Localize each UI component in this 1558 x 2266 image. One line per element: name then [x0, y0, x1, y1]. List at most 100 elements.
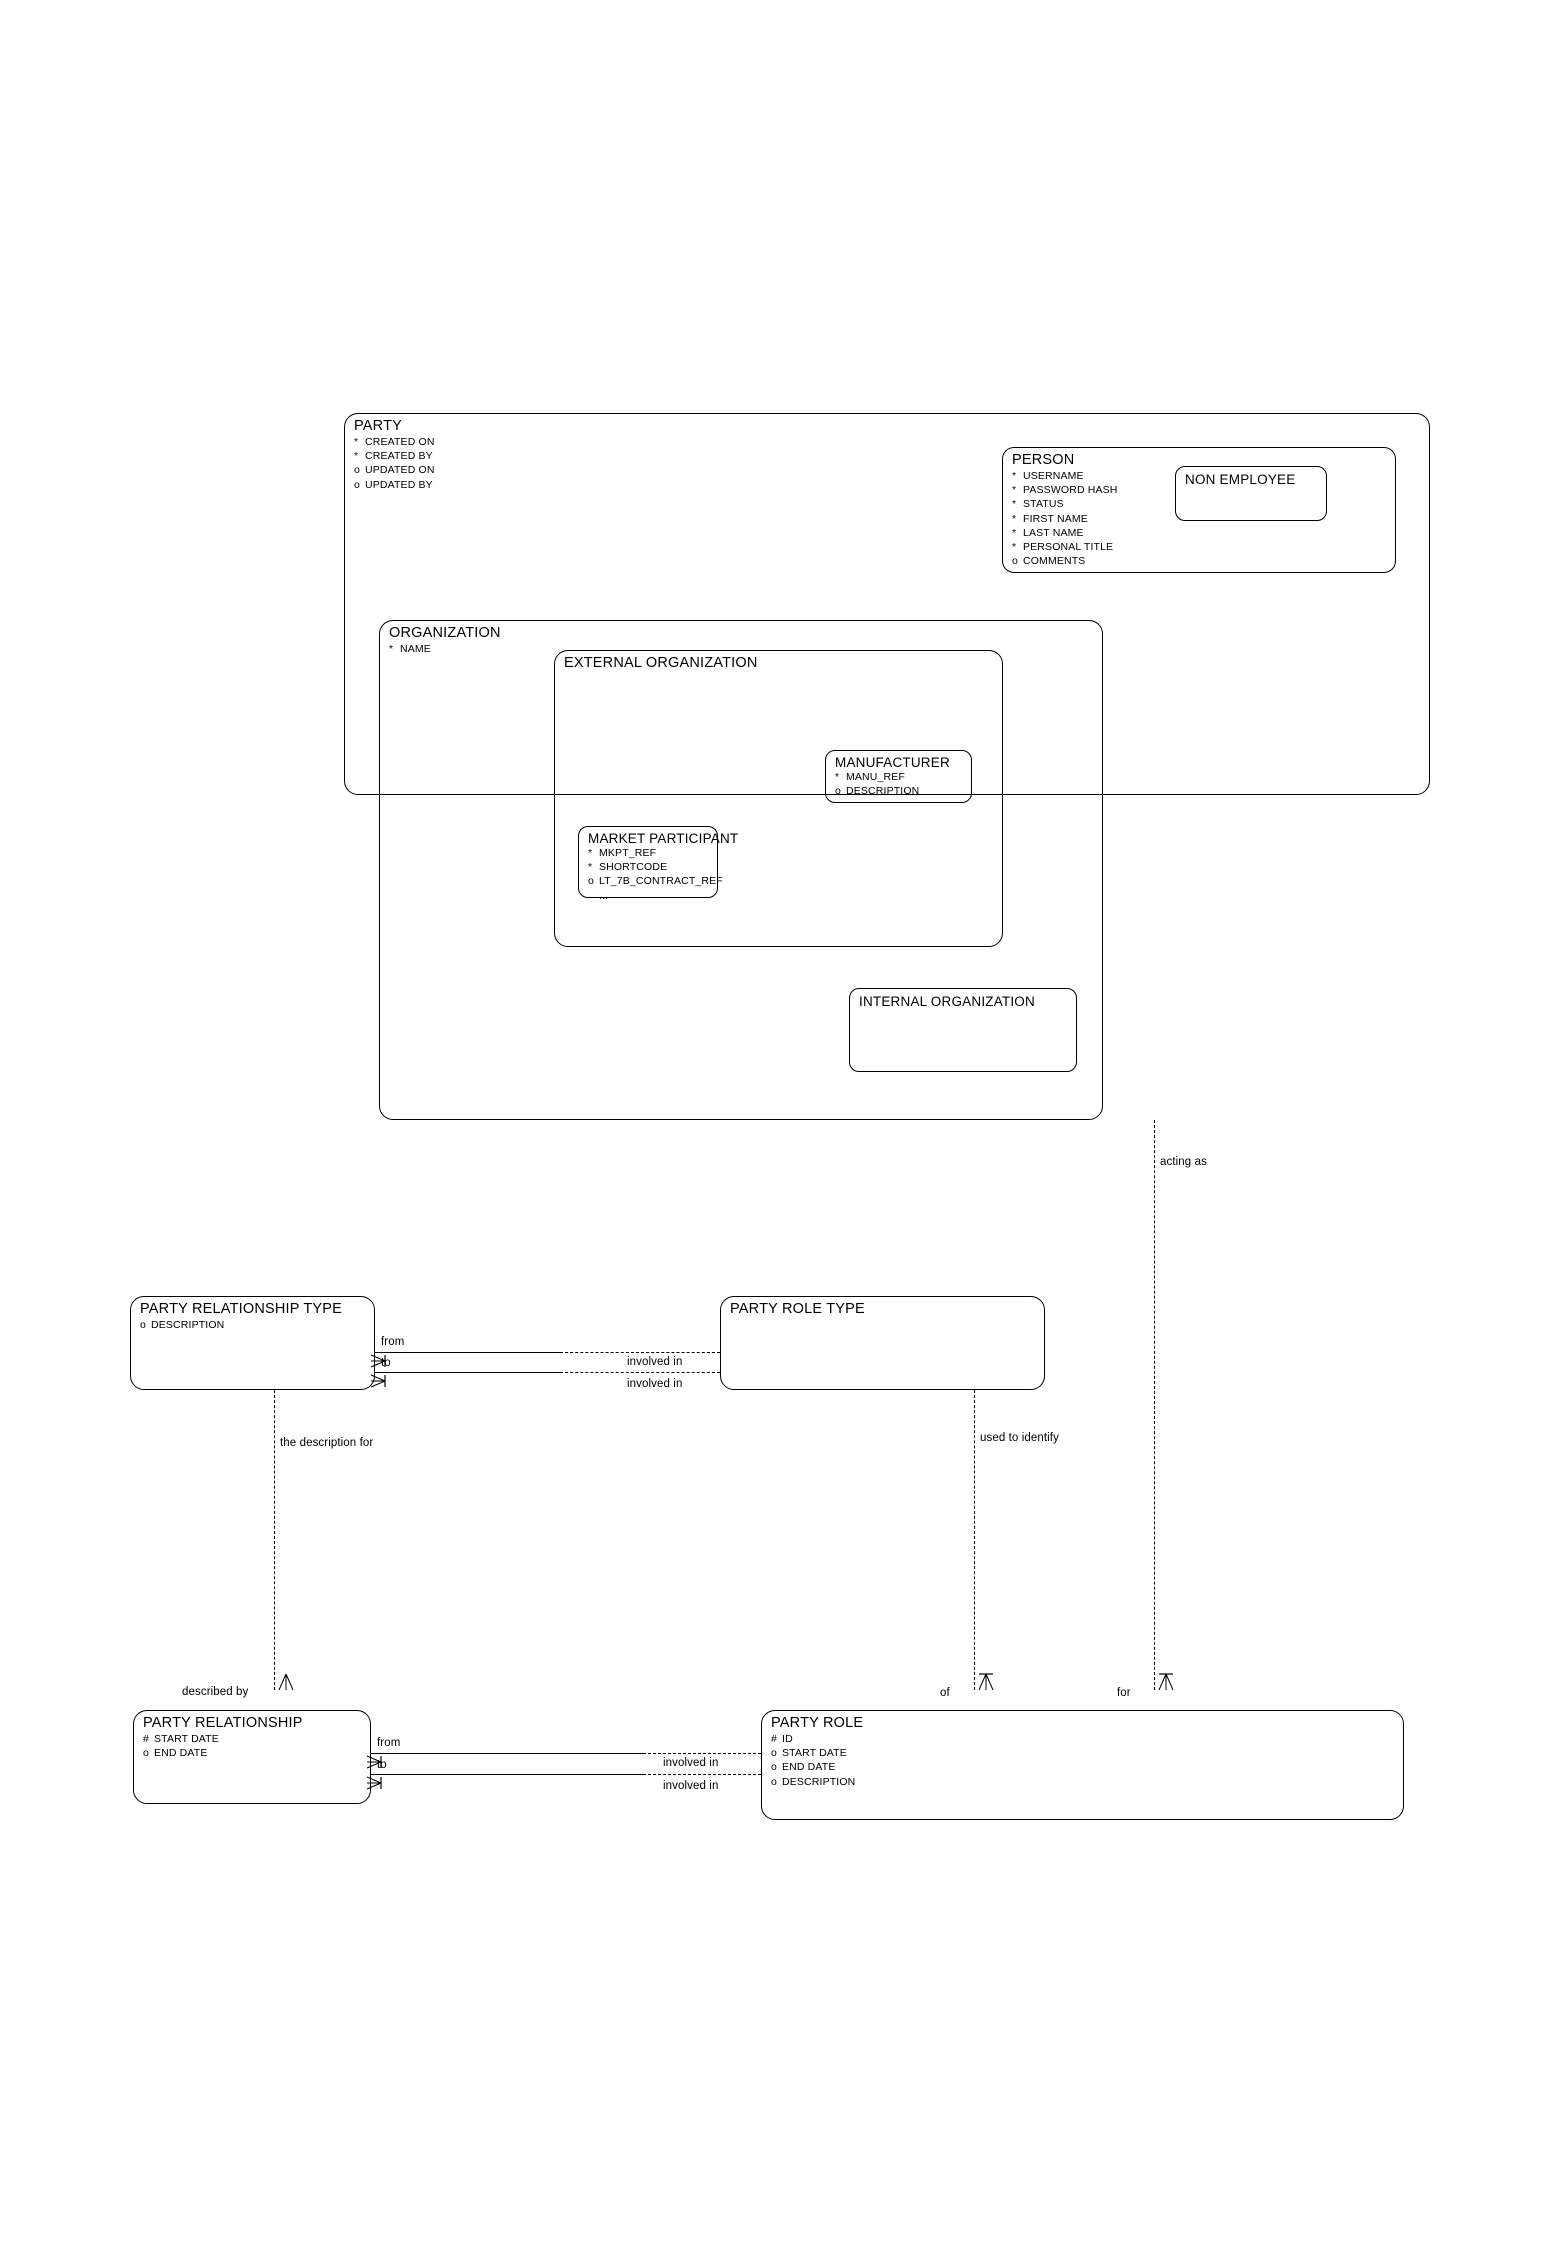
attribute-marker: * — [354, 450, 359, 463]
relationship-label-pr-from: from — [377, 1737, 401, 1749]
attribute-label: DESCRIPTION — [782, 1775, 856, 1788]
relationship-label-described-by: described by — [182, 1686, 249, 1698]
relationship-line-used-to-identify — [974, 1390, 975, 1690]
relationship-label-prt-involved-in-2: involved in — [627, 1378, 683, 1390]
attribute-label: END DATE — [782, 1761, 836, 1774]
attribute-label: UPDATED ON — [365, 464, 435, 477]
attribute-label: START DATE — [154, 1733, 219, 1745]
entity-internal-organization[interactable]: INTERNAL ORGANIZATION — [849, 988, 1077, 1072]
attribute-row: * MKPT_REF — [588, 846, 723, 860]
attribute-label: PERSONAL TITLE — [1023, 541, 1114, 554]
relationship-line-pr-to-dashed — [643, 1774, 761, 1775]
entity-non-employee-title: NON EMPLOYEE — [1185, 472, 1296, 487]
entity-organization-title: ORGANIZATION — [389, 625, 501, 641]
crowsfoot-marker-pr-from — [366, 1753, 393, 1771]
relationship-line-prt-from-dashed — [560, 1352, 720, 1353]
entity-party-role-title: PARTY ROLE — [771, 1715, 864, 1731]
relationship-line-pr-from-dashed — [643, 1753, 761, 1754]
attribute-label: LT_7B_CONTRACT_REF — [599, 875, 723, 888]
attribute-row: ... — [588, 889, 723, 903]
attribute-marker: * — [588, 861, 593, 874]
attribute-label: MKPT_REF — [599, 847, 657, 859]
relationship-line-pr-to-solid — [371, 1774, 643, 1775]
attribute-marker: o — [835, 785, 841, 798]
relationship-label-for: for — [1117, 1687, 1131, 1699]
attribute-marker: * — [1012, 484, 1017, 497]
entity-non-employee[interactable]: NON EMPLOYEE — [1175, 466, 1327, 521]
crowsfoot-marker-for — [1154, 1672, 1178, 1696]
entity-external-organization[interactable]: EXTERNAL ORGANIZATION — [554, 650, 1003, 947]
attribute-marker: o — [354, 464, 360, 477]
attribute-marker: * — [389, 643, 394, 655]
attribute-row: *PERSONAL TITLE — [1012, 540, 1118, 554]
relationship-line-prt-to-solid — [375, 1372, 560, 1373]
attribute-label: NAME — [400, 643, 431, 655]
attribute-row: o START DATE — [771, 1746, 855, 1760]
attribute-label: USERNAME — [1023, 470, 1084, 482]
attribute-label: CREATED ON — [365, 436, 435, 448]
attribute-label: START DATE — [782, 1747, 847, 1760]
entity-internal-organization-title: INTERNAL ORGANIZATION — [859, 994, 1035, 1009]
attribute-row: * CREATED ON — [354, 435, 435, 449]
attribute-label: UPDATED BY — [365, 478, 433, 491]
attribute-marker: * — [835, 771, 840, 783]
attribute-label: CREATED BY — [365, 450, 433, 463]
relationship-line-acting-as — [1154, 1120, 1155, 1690]
relationship-line-pr-from-solid — [371, 1753, 643, 1754]
entity-party-role-type-title: PARTY ROLE TYPE — [730, 1301, 865, 1317]
crowsfoot-marker-described-by — [274, 1672, 298, 1696]
crowsfoot-marker-prt-to — [370, 1372, 397, 1390]
entity-party-relationship-type-title: PARTY RELATIONSHIP TYPE — [140, 1301, 343, 1317]
attribute-row: *MANU_REF — [835, 770, 919, 784]
entity-party-role-type[interactable]: PARTY ROLE TYPE — [720, 1296, 1045, 1390]
attribute-marker: # — [771, 1733, 777, 1745]
attribute-row: #ID — [771, 1732, 855, 1746]
attribute-marker: o — [771, 1761, 777, 1774]
attribute-marker: o — [771, 1775, 777, 1788]
attribute-marker: # — [143, 1733, 149, 1745]
relationship-label-used-to-identify: used to identify — [980, 1432, 1059, 1444]
entity-party-relationship-title: PARTY RELATIONSHIP — [143, 1715, 303, 1731]
attribute-marker: * — [354, 436, 359, 448]
attribute-marker: o — [140, 1319, 146, 1331]
entity-organization[interactable]: ORGANIZATION * NAME — [379, 620, 1103, 1120]
attribute-row: # START DATE — [143, 1732, 219, 1746]
attribute-row: *LAST NAME — [1012, 526, 1118, 540]
crowsfoot-marker-pr-to — [366, 1774, 393, 1792]
attribute-row: o UPDATED ON — [354, 463, 435, 477]
attribute-marker: * — [1012, 498, 1017, 511]
attribute-label: PASSWORD HASH — [1023, 484, 1118, 497]
relationship-line-the-description-for — [274, 1390, 275, 1690]
relationship-label-pr-involved-in-1: involved in — [663, 1757, 719, 1769]
attribute-label: DESCRIPTION — [846, 785, 920, 798]
entity-market-participant[interactable]: MARKET PARTICIPANT *MKPT_REF *SHORTCODE … — [578, 826, 738, 902]
attribute-row: o END DATE — [771, 1760, 855, 1774]
relationship-line-prt-to-dashed — [560, 1372, 720, 1373]
attribute-row: *FIRST NAME — [1012, 512, 1118, 526]
entity-person-title: PERSON — [1012, 452, 1075, 468]
attribute-marker: * — [588, 847, 593, 859]
attribute-label: COMMENTS — [1023, 555, 1086, 568]
attribute-row: *STATUS — [1012, 497, 1118, 511]
attribute-marker: o — [1012, 555, 1018, 568]
entity-market-participant-title: MARKET PARTICIPANT — [588, 831, 739, 846]
attribute-marker: o — [771, 1747, 777, 1760]
relationship-label-pr-to: to — [377, 1759, 387, 1771]
entity-manufacturer-attributes: *MANU_REF o DESCRIPTION — [835, 770, 919, 798]
attribute-marker: * — [1012, 512, 1017, 525]
attribute-row: o UPDATED BY — [354, 478, 435, 492]
entity-person[interactable]: PERSON *USERNAME *PASSWORD HASH *STATUS … — [1002, 447, 1396, 573]
attribute-marker: o — [354, 478, 360, 491]
